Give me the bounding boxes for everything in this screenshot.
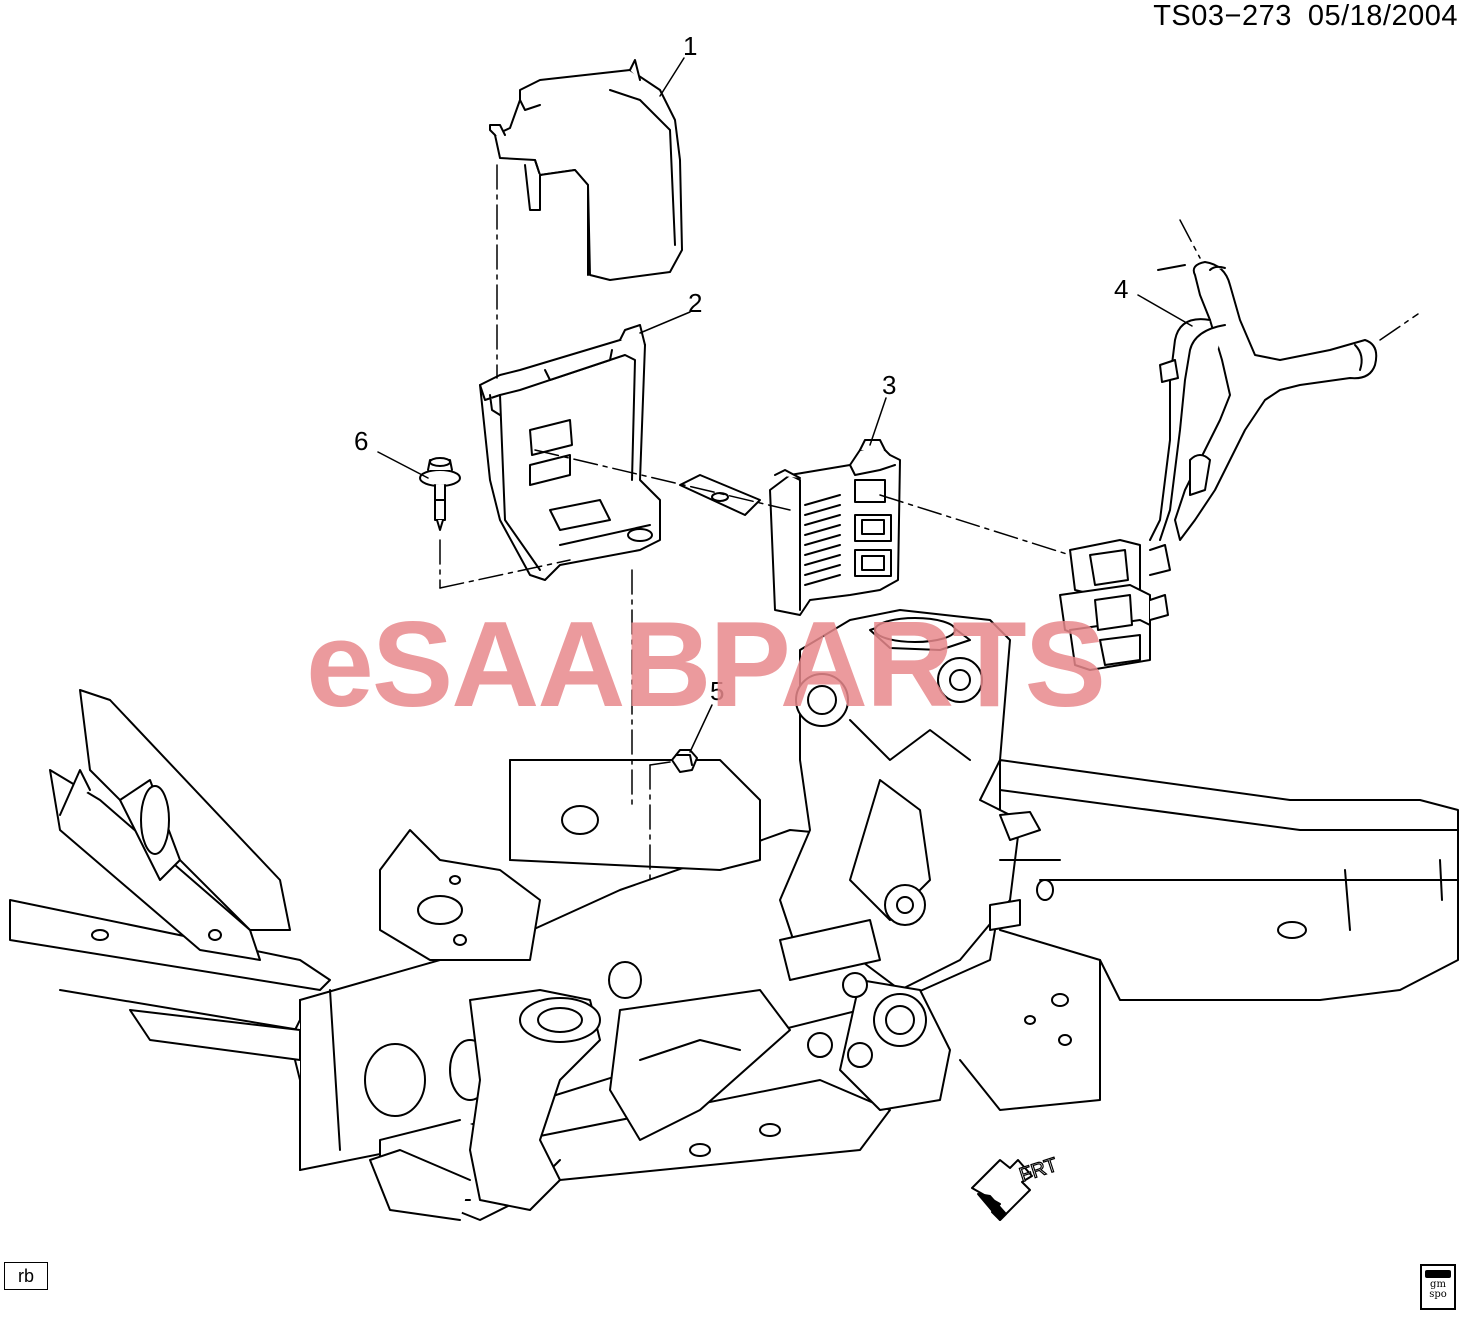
gm-spo-logo: gm spo [1420,1264,1456,1310]
watermark-prefix: eSAAB [306,596,710,732]
callout-numbers: 1 2 3 4 5 6 [354,31,1128,706]
gm-spo-logo-top: gm [1430,1279,1446,1290]
illustration-number: TS03−273 [1153,0,1292,32]
callout-1: 1 [683,31,697,61]
callout-3: 3 [882,370,896,400]
part-6-bolt [419,457,461,531]
frame-rail-assembly [9,689,1459,1221]
front-arrow-label: FRT [1017,1154,1060,1187]
gm-spo-logo-bar [1425,1270,1451,1278]
watermark-suffix: PARTS [710,596,1104,732]
part-3-control-module [769,439,901,616]
part-2-bracket [479,324,661,581]
illustrator-initials: rb [4,1262,48,1290]
part-1-cover [489,59,683,281]
frame-shock-tower [609,609,1061,1141]
illustration-date: 05/18/2004 [1307,0,1458,32]
illustration-header: TS03−273 05/18/2004 [1137,0,1458,33]
callout-4: 4 [1114,274,1128,304]
part-4-wiring-harness [1059,261,1378,671]
watermark: eSAABPARTS [306,596,1104,732]
callout-5: 5 [710,676,724,706]
front-direction-arrow [971,1159,1033,1221]
callout-2: 2 [688,288,702,318]
callout-leaders [377,57,1193,753]
assembly-lines [439,164,1419,881]
part-5-clip-nut [671,749,698,773]
gm-spo-logo-bottom: spo [1429,1289,1447,1300]
callout-6: 6 [354,426,368,456]
frame-front-bracket [369,989,601,1221]
